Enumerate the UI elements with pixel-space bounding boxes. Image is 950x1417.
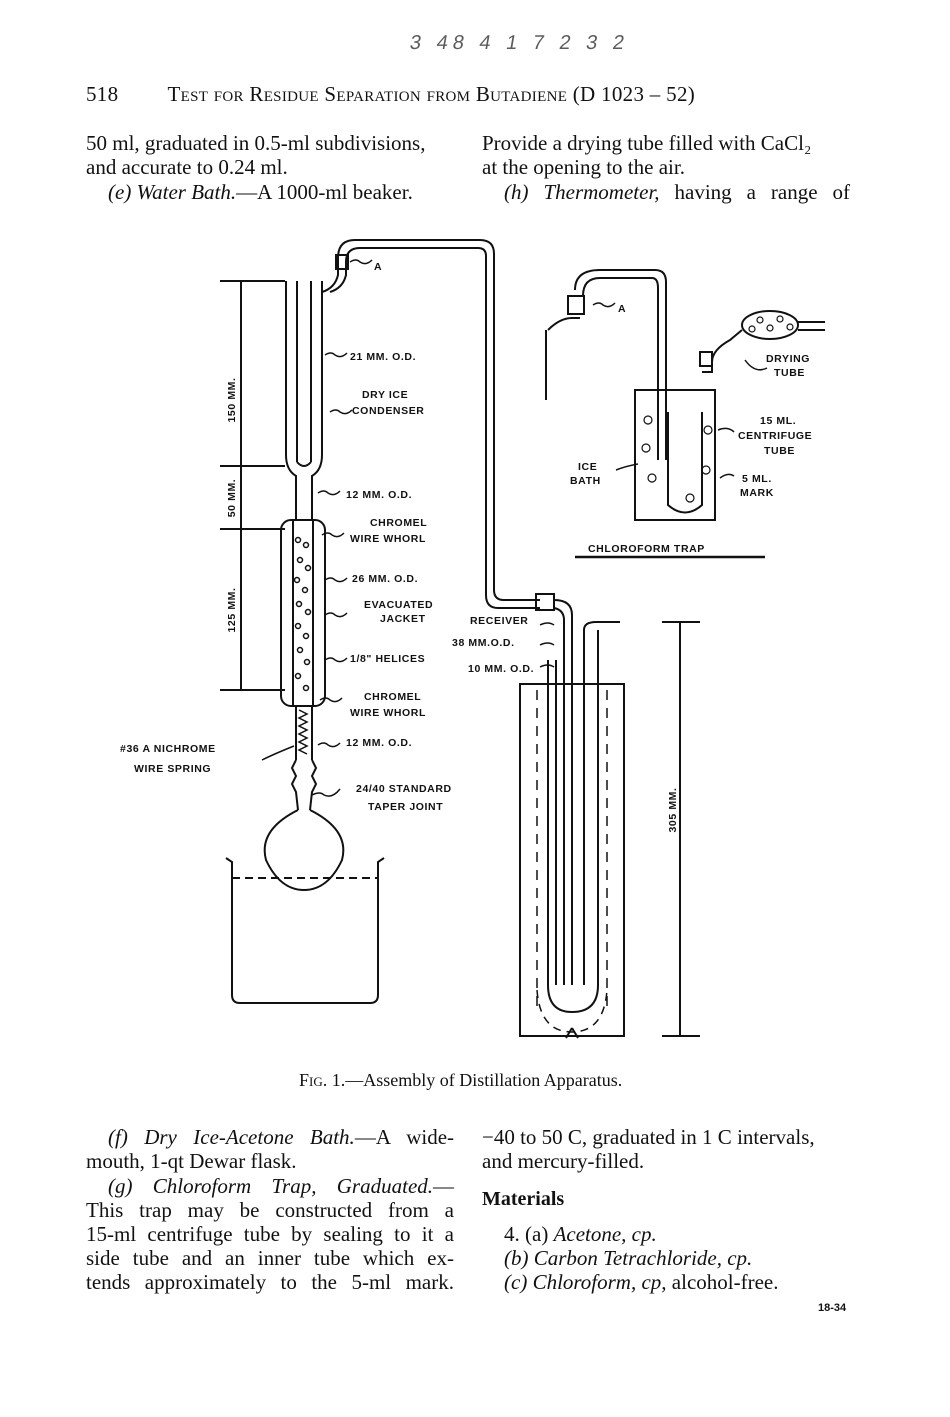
label-taper-1: 24/40 STANDARD [356, 783, 452, 795]
materials-heading: Materials [482, 1188, 565, 1210]
figure-caption-number: Fig. 1. [299, 1070, 346, 1090]
item-g-line3: side tube and an inner tube which ex- [86, 1246, 454, 1270]
running-header: 518 Test for Residue Separation from But… [86, 82, 695, 106]
material-carbon-tet: (b) Carbon Tetrachloride, cp. [504, 1246, 752, 1270]
label-evacuated-1: EVACUATED [364, 599, 433, 611]
label-drying-1: DRYING [766, 353, 810, 365]
item-g-label: (g) [108, 1174, 133, 1198]
figure-caption-text: —Assembly of Distillation Apparatus. [345, 1070, 623, 1090]
label-a-condenser: A [374, 261, 382, 273]
joint-a-top [335, 254, 349, 270]
label-taper-2: TAPER JOINT [368, 801, 443, 813]
material-acetone: 4. (a) Acetone, cp. [504, 1222, 657, 1246]
label-drying-2: TUBE [774, 367, 805, 379]
label-5ml-1: 5 ML. [742, 473, 772, 485]
dim-50-label: 50 MM. [226, 479, 238, 518]
footer-code: 18-34 [818, 1302, 847, 1314]
label-21mm: 21 MM. O.D. [350, 351, 416, 363]
label-5ml-2: MARK [740, 487, 774, 499]
label-15ml-1: 15 ML. [760, 415, 796, 427]
item-f-label: (f) [108, 1125, 128, 1149]
dim-305-label: 305 MM. [667, 787, 679, 832]
item-f-line1: (f) Dry Ice-Acetone Bath.—A wide- [108, 1125, 454, 1149]
top-right-line2: at the opening to the air. [482, 155, 685, 179]
running-title: Test for Residue Separation from Butadie… [167, 82, 568, 106]
label-chloroform-trap: CHLOROFORM TRAP [588, 543, 705, 555]
label-12mm-lower: 12 MM. O.D. [346, 737, 412, 749]
label-12mm-upper: 12 MM. O.D. [346, 489, 412, 501]
label-chromel-upper-1: CHROMEL [370, 517, 427, 529]
item-g-line4: tends approximately to the 5-ml mark. [86, 1270, 454, 1294]
figure-caption: Fig. 1.—Assembly of Distillation Apparat… [299, 1070, 622, 1091]
label-chromel-lower-2: WIRE WHORL [350, 707, 426, 719]
label-15ml-3: TUBE [764, 445, 795, 457]
item-h-title: Thermometer, [543, 180, 660, 204]
label-ice-2: BATH [570, 475, 601, 487]
water-beaker [225, 857, 385, 1004]
item-f-line2: mouth, 1-qt Dewar flask. [86, 1149, 297, 1173]
item-g-title3: Graduated. [336, 1174, 434, 1198]
item-g-line2: 15-ml centrifuge tube by sealing to it a [86, 1222, 454, 1246]
label-nichrome-1: #36 A NICHROME [120, 743, 216, 755]
evacuated-jacket [280, 519, 326, 707]
thermometer-range-line2: and mercury-filled. [482, 1149, 645, 1173]
designation: (D 1023 – 52) [572, 82, 696, 106]
material-b-label: (b) [504, 1246, 529, 1270]
material-chloroform: (c) Chloroform, cp, alcohol-free. [504, 1270, 778, 1294]
dim-150-label: 150 MM. [226, 377, 238, 422]
material-chloroform-title: Chloroform, cp, [532, 1270, 667, 1294]
label-a-trap: A [618, 303, 626, 315]
label-evacuated-2: JACKET [380, 613, 426, 625]
label-dry-ice-1: DRY ICE [362, 389, 408, 401]
material-c-label: (c) [504, 1270, 528, 1294]
item-g-heading: (g) Chloroform Trap, Graduated.— [108, 1174, 454, 1198]
label-helices: 1/8" HELICES [350, 653, 425, 665]
item-h: (h) Thermometer, having a range of [504, 180, 850, 204]
item-g-title2: Trap, [271, 1174, 317, 1198]
centrifuge-tube [667, 412, 703, 514]
item-e-title: Water Bath. [136, 180, 237, 204]
item-e-text: —A 1000-ml beaker. [236, 180, 413, 204]
material-acetone-title: Acetone, cp. [553, 1222, 657, 1246]
item-g-line1: This trap may be constructed from a [86, 1198, 454, 1222]
top-left-line2: and accurate to 0.24 ml. [86, 155, 288, 179]
label-dry-ice-2: CONDENSER [352, 405, 425, 417]
item-f-title: Dry Ice-Acetone Bath. [144, 1125, 355, 1149]
label-38mm: 38 MM.O.D. [452, 637, 515, 649]
item-g-dash: — [433, 1174, 455, 1198]
dim-125-label: 125 MM. [226, 587, 238, 632]
label-chromel-lower-1: CHROMEL [364, 691, 421, 703]
material-4-label: 4. (a) [504, 1222, 549, 1246]
label-10mm: 10 MM. O.D. [468, 663, 534, 675]
label-receiver: RECEIVER [470, 615, 528, 627]
material-carbon-tet-title: Carbon Tetrachloride, cp. [533, 1246, 753, 1270]
ice-bath-beaker [634, 389, 716, 521]
item-g-title1: Chloroform [152, 1174, 252, 1198]
page-number: 518 [86, 82, 119, 106]
condenser-right-wall [311, 281, 323, 520]
item-f-text: —A wide- [354, 1125, 455, 1149]
label-26mm: 26 MM. O.D. [352, 573, 418, 585]
joint-a-trap [567, 295, 585, 315]
material-chloroform-text: alcohol-free. [666, 1270, 779, 1294]
label-nichrome-2: WIRE SPRING [134, 763, 211, 775]
item-e-label: (e) [108, 180, 132, 204]
label-ice-1: ICE [578, 461, 597, 473]
item-e: (e) Water Bath.—A 1000-ml beaker. [108, 180, 413, 204]
dewar-flask [519, 683, 625, 1037]
joint-receiver [535, 593, 555, 611]
item-h-text: having a range of [674, 180, 851, 204]
condenser-left-wall [285, 281, 297, 520]
drying-tube-bulb [741, 310, 799, 340]
top-left-line1: 50 ml, graduated in 0.5-ml subdivisions, [86, 131, 426, 155]
helices-packing [293, 536, 312, 692]
nichrome-spring [297, 709, 309, 755]
top-right-line1: Provide a drying tube filled with CaCl₂ [482, 131, 812, 155]
label-15ml-2: CENTRIFUGE [738, 430, 812, 442]
item-h-label: (h) [504, 180, 529, 204]
thermometer-range-line1: −40 to 50 C, graduated in 1 C intervals, [482, 1125, 815, 1149]
label-chromel-upper-2: WIRE WHORL [350, 533, 426, 545]
boiling-flask [263, 809, 345, 892]
